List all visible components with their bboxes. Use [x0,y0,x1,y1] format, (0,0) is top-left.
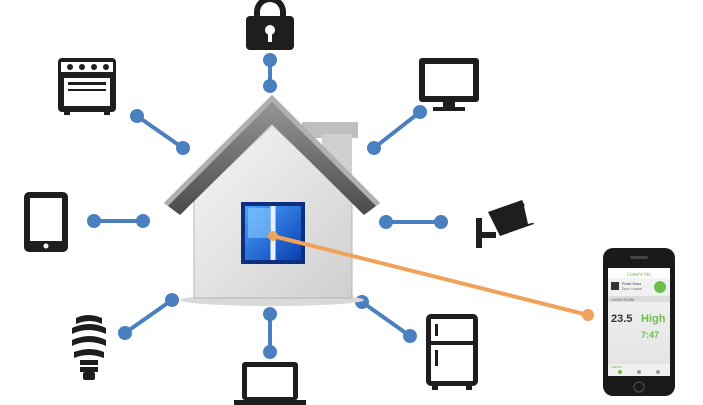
security-camera-icon [476,200,536,248]
phone-level: High [641,313,666,325]
light-bulb-icon [72,315,106,380]
phone-device-line1: Front Door [622,281,642,286]
connector-oven [130,109,190,155]
phone-section-label: LIVING ROOM [611,298,634,302]
refrigerator-icon [426,314,478,390]
connector-camera [379,215,448,229]
tv-monitor-icon [419,58,479,111]
oven-icon [58,58,116,115]
connector-tv [367,105,427,155]
smartphone: Lowe's Iris Front Door Door Locked LIVIN… [603,248,675,396]
connector-lock [263,53,277,93]
tablet-icon [24,192,68,252]
status-indicator[interactable] [654,281,666,293]
connector-fridge [355,295,417,343]
connector-laptop [263,307,277,359]
phone-temp: 23.5 [611,313,632,325]
phone-device-line2: Door Locked [622,287,642,291]
laptop-icon [234,362,306,405]
connectors [87,53,448,359]
house-icon [164,95,380,306]
connector-bulb [118,293,179,340]
phone-time: 7:47 [641,330,659,340]
phone-footer[interactable]: Cancel [611,365,622,369]
phone-link [268,231,594,321]
phone-brand: Lowe's Iris [627,272,651,278]
lock-icon [246,0,294,50]
connector-tablet [87,214,150,228]
